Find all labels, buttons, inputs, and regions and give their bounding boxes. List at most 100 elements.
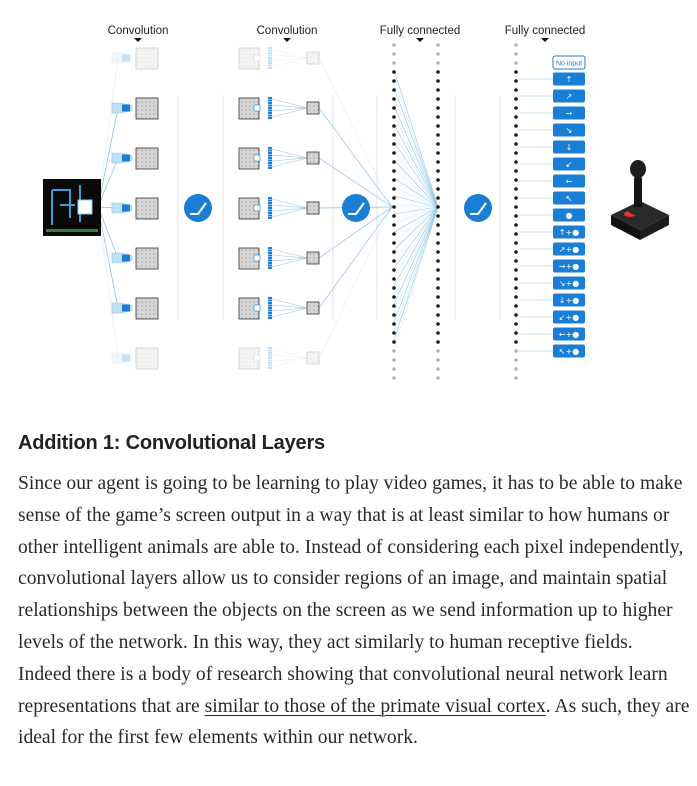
conv1-filter (111, 347, 159, 370)
neuron-dot (392, 367, 396, 371)
neuron-dot (514, 331, 518, 335)
neuron-dot (392, 160, 396, 164)
conv2-filter (238, 97, 320, 120)
action-label: ↗+● (559, 245, 579, 254)
neuron-dot (436, 205, 440, 209)
action-output-button: ↓+● (553, 293, 585, 307)
neuron-dot (436, 79, 440, 83)
neuron-dot (514, 268, 518, 272)
neuron-dot (514, 115, 518, 119)
conv2-filter (238, 197, 320, 220)
neuron-dot (514, 187, 518, 191)
label-arrow-1 (134, 38, 142, 42)
action-label: ← (566, 177, 573, 186)
neuron-dot (436, 169, 440, 173)
action-output-button: ↗+● (553, 242, 585, 256)
action-output-button: ↖+● (553, 344, 585, 358)
neuron-dot (514, 196, 518, 200)
neuron-dot (436, 151, 440, 155)
neuron-dot (392, 259, 396, 263)
action-output-button: ←+● (553, 327, 585, 341)
action-output-button: ↓ (553, 140, 585, 154)
action-output-button: ↑+● (553, 225, 585, 239)
network-architecture-diagram: Convolution Convolution Fully connected … (43, 25, 669, 380)
game-screen-icon (43, 179, 101, 236)
neuron-dot (392, 214, 396, 218)
label-convolution-1: Convolution (108, 25, 169, 37)
relu-activation-icon (184, 194, 212, 222)
neuron-dot (436, 349, 440, 353)
action-label: ↖+● (559, 347, 579, 356)
neuron-dot (514, 106, 518, 110)
action-label: ↘+● (559, 279, 579, 288)
neuron-dot (514, 358, 518, 362)
action-label: ↖ (566, 194, 573, 203)
neuron-dot (514, 277, 518, 281)
conv1-filter (111, 47, 159, 70)
fully-connected-layer-2 (514, 43, 518, 380)
neuron-dot (392, 376, 396, 380)
primate-visual-cortex-link[interactable]: similar to those of the primate visual c… (204, 695, 546, 717)
neuron-dot (392, 169, 396, 173)
action-output-button: ← (553, 174, 585, 188)
joystick-icon (611, 160, 669, 240)
neuron-dot (392, 232, 396, 236)
neuron-dot (436, 277, 440, 281)
neuron-dot (436, 340, 440, 344)
relu-activation-icon (342, 194, 370, 222)
action-label: ↓ (566, 143, 573, 152)
neuron-dot (514, 52, 518, 56)
neuron-dot (436, 124, 440, 128)
neuron-dot (436, 160, 440, 164)
section-heading: Addition 1: Convolutional Layers (18, 432, 325, 454)
neuron-dot (392, 70, 396, 74)
neuron-dot (436, 43, 440, 47)
action-output-button: ↘+● (553, 276, 585, 290)
neuron-dot (514, 349, 518, 353)
neuron-dot (514, 79, 518, 83)
neuron-dot (392, 133, 396, 137)
neuron-dot (514, 250, 518, 254)
action-label: ↘ (566, 126, 573, 135)
neuron-dot (392, 331, 396, 335)
neuron-dot (514, 295, 518, 299)
neuron-dot (436, 178, 440, 182)
neuron-dot (514, 70, 518, 74)
conv1-filter (111, 147, 159, 170)
neuron-dot (514, 124, 518, 128)
neuron-dot (436, 52, 440, 56)
neuron-dot (392, 250, 396, 254)
action-output-button: ↙+● (553, 310, 585, 324)
neuron-dot (392, 151, 396, 155)
conv-layer-2 (238, 47, 320, 370)
action-label: ↓+● (559, 296, 579, 305)
conv1-filter (111, 297, 159, 320)
neuron-dot (392, 286, 396, 290)
neuron-dot (436, 232, 440, 236)
neuron-dot (436, 358, 440, 362)
conv2-filter (238, 47, 320, 70)
neuron-dot (514, 376, 518, 380)
neuron-dot (392, 97, 396, 101)
neuron-dot (514, 367, 518, 371)
neuron-dot (514, 169, 518, 173)
neuron-dot (392, 313, 396, 317)
article-section: Addition 1: Convolutional Layers Since o… (18, 430, 690, 754)
action-output-button: ↑ (553, 72, 585, 86)
conv1-filter (111, 97, 159, 120)
action-label: → (566, 109, 573, 118)
label-convolution-2: Convolution (257, 25, 318, 37)
action-label: ↑ (566, 75, 573, 84)
neuron-dot (514, 214, 518, 218)
neuron-dot (392, 178, 396, 182)
neuron-dot (514, 61, 518, 65)
neuron-dot (436, 304, 440, 308)
connection-lines (97, 48, 553, 368)
label-arrow-2 (283, 38, 291, 42)
neuron-dot (436, 133, 440, 137)
neuron-dot (392, 241, 396, 245)
action-label: →+● (559, 262, 579, 271)
neuron-dot (392, 115, 396, 119)
conv2-filter (238, 347, 320, 370)
neuron-dot (392, 349, 396, 353)
